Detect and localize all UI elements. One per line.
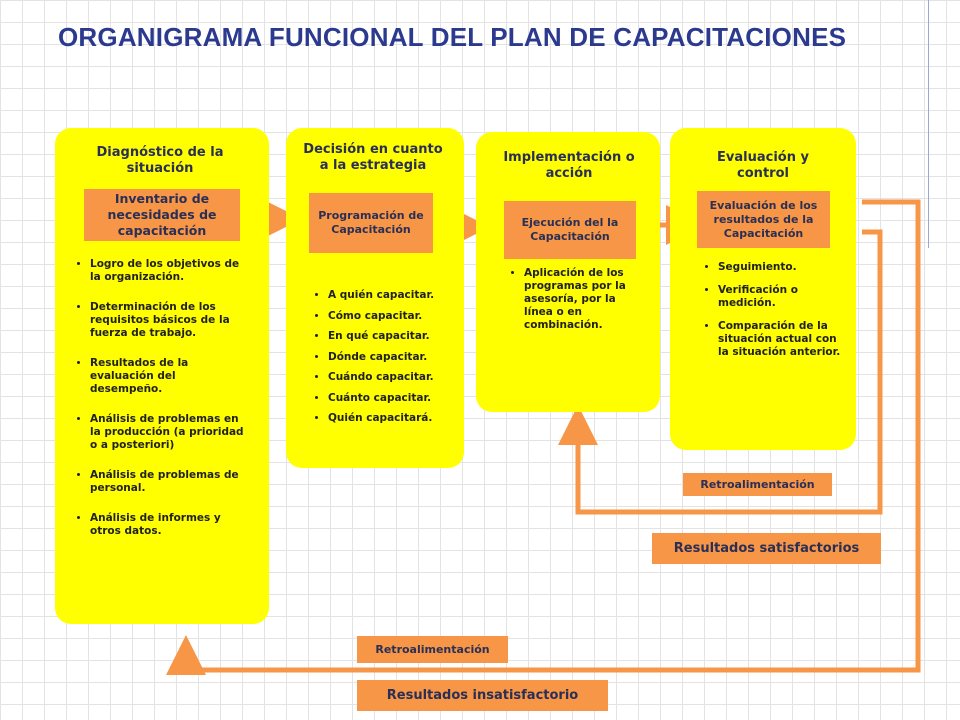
list-item: Resultados de la evaluación del desempeñ… [90, 357, 250, 396]
list-item: Comparación de la situación actual con l… [718, 320, 846, 359]
feedback-loop-unsatisfactory [166, 199, 921, 675]
retroalimentacion-label-top: Retroalimentación [683, 473, 832, 496]
resultados-insatisfactorio-label: Resultados insatisfactorio [357, 680, 608, 711]
panel-decision [286, 128, 464, 468]
list-item: Quién capacitará. [328, 408, 468, 429]
list-item: Aplicación de los programas por la aseso… [524, 267, 644, 332]
panel-evaluacion-list: Seguimiento. Verificación o medición. Co… [706, 261, 846, 359]
list-item: A quién capacitar. [328, 285, 468, 306]
list-item: Seguimiento. [718, 261, 846, 274]
panel-implementacion-box: Ejecución del la Capacitación [504, 201, 636, 259]
feedback-loop-satisfactory [558, 229, 883, 515]
panel-diagnostico-box: Inventario de necesidades de capacitació… [84, 189, 240, 241]
list-item: En qué capacitar. [328, 326, 468, 347]
list-item: Cómo capacitar. [328, 306, 468, 327]
panel-evaluacion-heading: Evaluación y control [717, 150, 809, 181]
panel-evaluacion [670, 128, 856, 450]
list-item: Determinación de los requisitos básicos … [90, 301, 250, 340]
panel-implementacion [476, 132, 660, 412]
list-item: Análisis de informes y otros datos. [90, 512, 250, 538]
list-item: Análisis de problemas en la producción (… [90, 413, 250, 452]
list-item: Cuándo capacitar. [328, 367, 468, 388]
panel-decision-box: Programación de Capacitación [309, 193, 433, 253]
page-title: ORGANIGRAMA FUNCIONAL DEL PLAN DE CAPACI… [58, 22, 847, 52]
panel-decision-heading: Decisión en cuanto a la estrategia [303, 142, 443, 173]
panel-implementacion-list: Aplicación de los programas por la aseso… [512, 267, 644, 332]
list-item: Análisis de problemas de personal. [90, 469, 250, 495]
panel-diagnostico-list: Logro de los objetivos de la organizació… [78, 258, 250, 538]
panel-decision-list: A quién capacitar. Cómo capacitar. En qu… [316, 285, 468, 429]
list-item: Logro de los objetivos de la organizació… [90, 258, 250, 284]
panel-implementacion-heading: Implementación o acción [503, 150, 635, 181]
panel-evaluacion-box: Evaluación de los resultados de la Capac… [697, 191, 830, 248]
list-item: Dónde capacitar. [328, 347, 468, 368]
list-item: Verificación o medición. [718, 284, 846, 310]
list-item: Cuánto capacitar. [328, 388, 468, 409]
decorative-line [928, 0, 929, 248]
panel-diagnostico-heading: Diagnóstico de la situación [96, 145, 224, 176]
retroalimentacion-label-bottom: Retroalimentación [357, 636, 508, 663]
resultados-satisfactorios-label: Resultados satisfactorios [652, 533, 881, 564]
